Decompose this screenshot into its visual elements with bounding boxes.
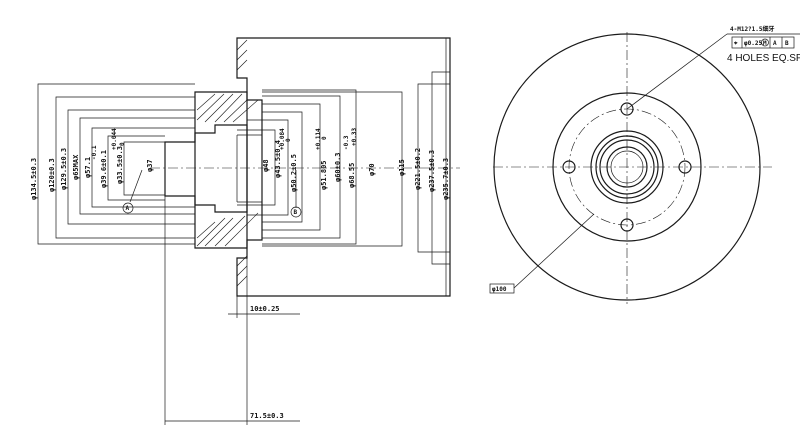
dim-d60: φ60±0.3 — [334, 152, 342, 182]
right-dimension-lines — [262, 37, 450, 297]
center-bore — [606, 146, 648, 188]
dim-d68: φ68.55 — [348, 163, 356, 188]
hub-outline — [194, 91, 263, 249]
callout-b: B — [294, 209, 298, 216]
tol-note: 0 — [119, 142, 126, 146]
bolt-hole — [562, 160, 576, 174]
tol-note: 0 — [321, 136, 328, 140]
tol-note: +0.044 — [111, 128, 118, 150]
dim-d134: φ134.5±0.3 — [30, 158, 38, 200]
disc-outer-circle — [493, 33, 761, 301]
left-dimension-lines — [37, 83, 195, 245]
ring-hatching — [236, 39, 248, 287]
dim-d115: φ115 — [398, 159, 406, 176]
dim-thickness: 10±0.25 — [250, 305, 280, 313]
dim-d51: φ51.805 — [320, 160, 328, 190]
hat-circle — [552, 92, 702, 242]
pcd-leader — [513, 213, 595, 289]
dim-d120: φ120±0.3 — [48, 158, 56, 192]
tol-note: -0.1 — [91, 145, 98, 160]
inner-dimension-lines — [237, 89, 357, 245]
thread-leader — [626, 33, 728, 110]
callout-b-circle — [290, 206, 302, 218]
dim-d33: φ33.5±0.3 — [116, 146, 124, 184]
feature-control-frame: ⌖ φ0.25 M A B — [731, 36, 795, 49]
datum-b: B — [785, 40, 789, 47]
disc-outline — [236, 37, 451, 297]
dim-height: 71.5±0.3 — [250, 412, 284, 420]
dim-d39: φ39.6±0.1 — [100, 150, 108, 188]
section-view: φ134.5±0.3 φ120±0.3 φ129.5±0.3 φ65MAX φ5… — [30, 37, 460, 425]
dim-d221: φ221.5±0.2 — [414, 148, 422, 190]
hub-ring — [595, 135, 659, 199]
dim-d237: φ237.5±0.3 — [428, 150, 436, 192]
hub-ring — [599, 139, 655, 195]
center-bore-inner — [610, 150, 644, 184]
tol-note: +0.33 — [351, 128, 358, 146]
dim-d57: φ57.1 — [84, 157, 92, 178]
dim-d43: φ43.5±0.4 — [274, 140, 282, 178]
pcd-label: φ100 — [492, 286, 507, 293]
dim-d65max: φ65MAX — [72, 154, 80, 180]
hub-bore — [164, 124, 248, 213]
dim-d50: φ50.2±0.5 — [290, 154, 298, 192]
dim-d37: φ37 — [146, 159, 154, 172]
holes-note: 4 HOLES EQ.SP — [727, 53, 800, 64]
callout-a: A — [126, 205, 130, 212]
tol-note: 0 — [285, 138, 292, 142]
bolt-hole — [678, 160, 692, 174]
dim-d70: φ70 — [368, 163, 376, 176]
position-symbol: ⌖ — [733, 40, 738, 47]
datum-a: A — [773, 40, 777, 47]
tol-note: -0.3 — [343, 135, 350, 150]
dim-d48: φ48 — [262, 159, 270, 172]
tol-note: +0.084 — [279, 128, 286, 150]
pcd-box — [489, 283, 515, 294]
front-view: 4-M12?1.5细牙 ⌖ φ0.25 M A B 4 HOLES EQ.SP … — [489, 25, 800, 304]
callout-a-circle — [122, 202, 134, 214]
bolt-hole — [620, 218, 634, 232]
dim-d129: φ129.5±0.3 — [60, 148, 68, 190]
hub-ring-outer — [590, 130, 664, 204]
position-tol: φ0.25 — [744, 40, 762, 47]
modifier-circle — [761, 38, 769, 47]
tol-note: +0.114 — [315, 128, 322, 150]
modifier: M — [763, 40, 767, 47]
bolt-hole — [620, 102, 634, 116]
hub-hatching — [196, 93, 259, 247]
thread-note: 4-M12?1.5细牙 — [730, 25, 775, 33]
dim-d235: φ235.7±0.3 — [442, 158, 450, 200]
